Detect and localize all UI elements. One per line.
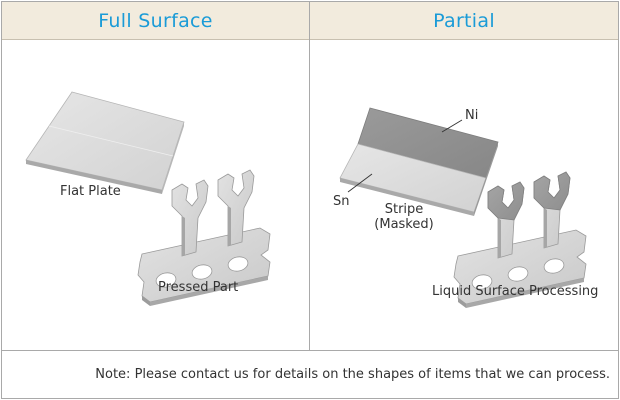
vertical-divider [309,2,310,350]
partial-header: Partial [310,2,618,40]
footnote-text: Note: Please contact us for details on t… [95,367,610,382]
stripe-plate-illustration [339,107,499,216]
liquid-surface-label: Liquid Surface Processing [432,284,599,299]
flat-plate-label: Flat Plate [60,184,121,199]
pressed-part-label: Pressed Part [158,280,239,295]
ni-label: Ni [465,108,479,123]
horizontal-divider [2,350,618,351]
ni-leader-line [441,119,463,133]
sn-leader-line [347,173,373,193]
illustrations [25,91,587,309]
stripe-label-line1: Stripe [384,202,424,217]
full-surface-title: Full Surface [98,9,213,32]
partial-title: Partial [433,9,495,32]
sn-label: Sn [333,194,350,209]
footnote: Note: Please contact us for details on t… [2,351,618,398]
stripe-label: Stripe (Masked) [366,202,442,232]
liquid-surface-part-illustration [453,171,587,309]
flat-plate-illustration [25,91,185,194]
stripe-label-line2: (Masked) [374,217,434,232]
full-surface-header: Full Surface [2,2,309,40]
